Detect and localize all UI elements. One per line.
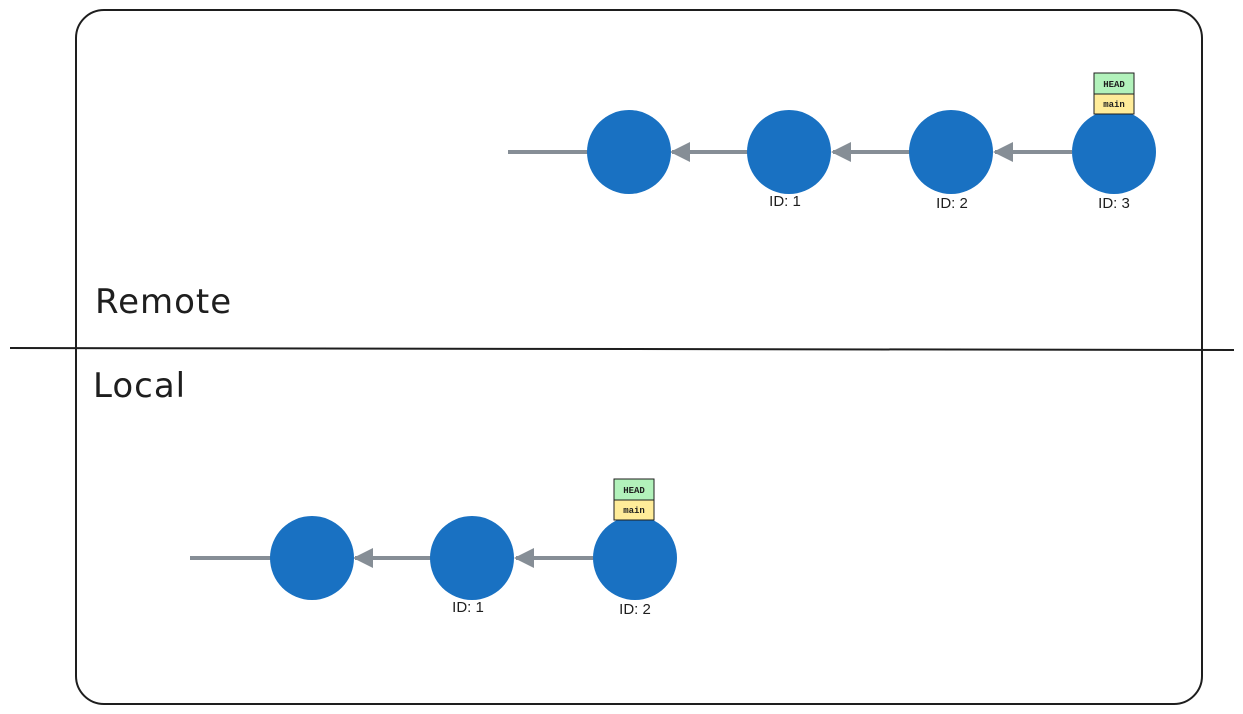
- remote-commit-2-id: ID: 2: [936, 195, 968, 212]
- remote-branch-ref-label: main: [1103, 100, 1125, 110]
- outer-frame: [75, 9, 1203, 705]
- local-branch-ref-box: [613, 499, 655, 521]
- local-commit-1-id: ID: 1: [452, 599, 484, 616]
- remote-head-ref-label: HEAD: [1103, 80, 1125, 90]
- remote-commit-3-id: ID: 3: [1098, 195, 1130, 212]
- remote-commit-0: [587, 110, 671, 194]
- local-head-ref-label: HEAD: [623, 486, 645, 496]
- local-branch-ref-label: main: [623, 506, 645, 516]
- remote-commit-1: [747, 110, 831, 194]
- remote-section-label: Remote: [95, 282, 232, 322]
- local-commit-1: [430, 516, 514, 600]
- section-divider: [9, 347, 1235, 351]
- local-commit-2: [593, 516, 677, 600]
- local-history: ID: 1 ID: 2 HEAD main: [190, 478, 677, 618]
- remote-branch-ref-box: [1093, 93, 1135, 115]
- local-section-label: Local: [93, 366, 186, 406]
- local-commit-2-id: ID: 2: [619, 601, 651, 618]
- remote-commit-1-id: ID: 1: [769, 193, 801, 210]
- local-commit-0: [270, 516, 354, 600]
- remote-history: ID: 1 ID: 2 ID: 3 HEAD main: [508, 72, 1156, 212]
- remote-commit-2: [909, 110, 993, 194]
- remote-commit-3: [1072, 110, 1156, 194]
